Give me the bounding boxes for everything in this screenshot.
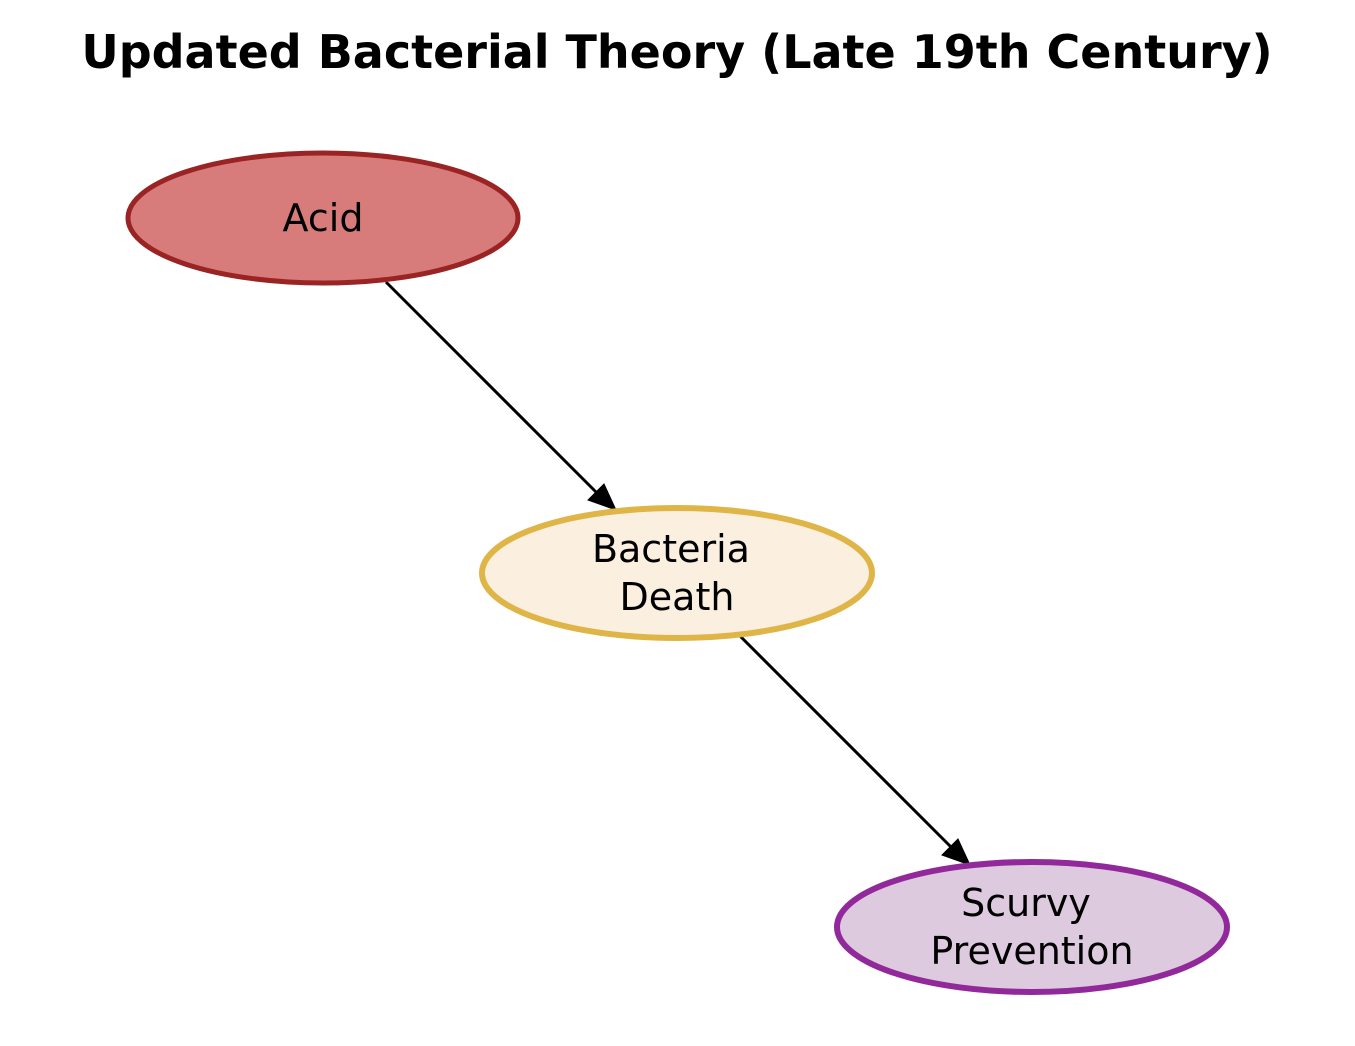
node-acid-label-line-1: Acid <box>283 196 364 240</box>
node-bacteria-death-label: Bacteria Death <box>592 527 762 619</box>
node-scurvy-prevention-label-line-1: Scurvy <box>961 881 1091 925</box>
node-acid-shape <box>125 150 521 286</box>
node-acid-label: Acid <box>283 196 364 240</box>
node-bacteria-death-shape <box>479 505 875 641</box>
nodes-layer: Acid Bacteria Death Scurvy Prevention <box>125 150 1230 995</box>
node-scurvy-prevention-shape <box>834 859 1230 995</box>
edge-bacteria-death-to-scurvy-prevention <box>738 634 971 866</box>
edge-arrowhead <box>941 838 971 866</box>
node-scurvy-prevention-label: Scurvy Prevention <box>930 881 1133 973</box>
node-acid[interactable]: Acid <box>125 150 521 286</box>
edge-line <box>384 280 602 498</box>
node-bacteria-death-label-line-2: Death <box>620 575 735 619</box>
node-bacteria-death-label-line-1: Bacteria <box>592 527 750 571</box>
edge-acid-to-bacteria-death <box>384 280 617 511</box>
diagram-title: Updated Bacterial Theory (Late 19th Cent… <box>81 25 1272 79</box>
node-bacteria-death[interactable]: Bacteria Death <box>479 505 875 641</box>
node-scurvy-prevention-label-line-2: Prevention <box>930 929 1133 973</box>
edge-arrowhead <box>587 483 617 511</box>
edge-line <box>738 634 957 853</box>
node-scurvy-prevention[interactable]: Scurvy Prevention <box>834 859 1230 995</box>
edges-layer <box>384 280 971 866</box>
